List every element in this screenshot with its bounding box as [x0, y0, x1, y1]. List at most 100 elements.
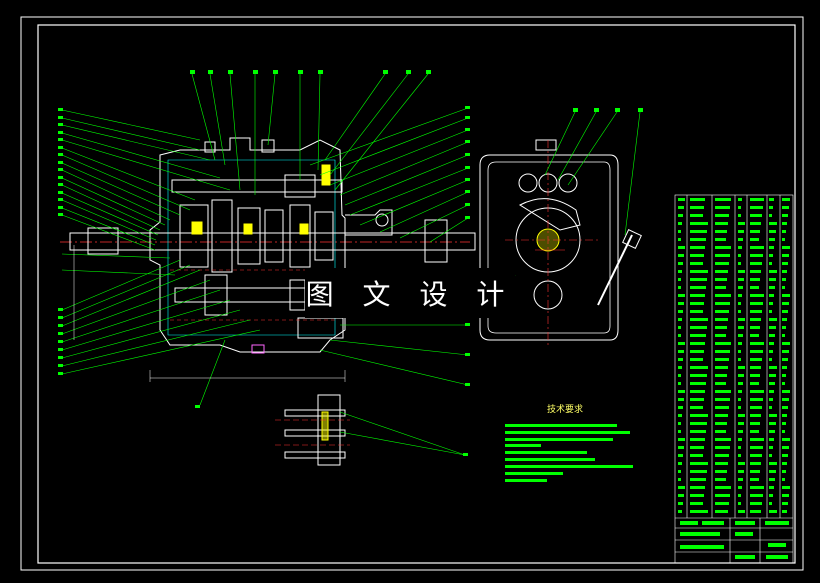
parts-list-cell-mark — [782, 246, 790, 249]
parts-list-cell-mark — [678, 510, 682, 513]
parts-list-cell-mark — [715, 494, 730, 497]
parts-list-cell-mark — [750, 214, 762, 217]
parts-list-cell-mark — [750, 406, 762, 409]
parts-list-cell-mark — [690, 222, 708, 225]
parts-list-cell-mark — [769, 214, 772, 217]
parts-list-cell-mark — [738, 318, 745, 321]
parts-list-cell-mark — [750, 510, 761, 513]
parts-list-cell-mark — [750, 262, 762, 265]
parts-list-cell-mark — [750, 278, 760, 281]
parts-list-cell-mark — [750, 246, 764, 249]
parts-list-cell-mark — [678, 246, 685, 249]
parts-list-cell-mark — [690, 350, 704, 353]
parts-list-cell-mark — [715, 326, 727, 329]
parts-list-cell-mark — [769, 414, 777, 417]
parts-list-cell-mark — [769, 422, 776, 425]
parts-list-cell-mark — [690, 446, 704, 449]
parts-list-cell-mark — [678, 278, 681, 281]
parts-list-cell-mark — [690, 390, 705, 393]
shift-fork-detail-view — [275, 394, 468, 466]
parts-list-cell-mark — [715, 374, 727, 377]
end-view-leader-lines — [499, 111, 641, 311]
parts-list-cell-mark — [782, 310, 788, 313]
parts-list-cell-mark — [715, 334, 726, 337]
parts-list-cell-mark — [782, 494, 789, 497]
parts-list-cell-mark — [782, 206, 789, 209]
parts-list-cell-mark — [750, 374, 760, 377]
parts-list-cell-mark — [715, 262, 729, 265]
parts-list-cell-mark — [738, 494, 741, 497]
parts-list-cell-mark — [769, 510, 777, 513]
top-leader-lines — [191, 73, 429, 195]
parts-list-cell-mark — [690, 230, 707, 233]
parts-list-cell-mark — [678, 230, 681, 233]
parts-list-cell-mark — [782, 374, 786, 377]
parts-list-cell-mark — [690, 462, 708, 465]
parts-list-cell-mark — [715, 302, 730, 305]
parts-list-cell-mark — [750, 494, 763, 497]
parts-list-cell-mark — [750, 206, 763, 209]
parts-list-cell-mark — [678, 398, 684, 401]
parts-list-cell-mark — [782, 430, 785, 433]
parts-list-cell-mark — [690, 486, 705, 489]
gearbox-end-view — [479, 139, 642, 345]
parts-list-cell-mark — [769, 446, 773, 449]
parts-list-cell-mark — [738, 270, 745, 273]
parts-list-cell-mark — [750, 430, 759, 433]
parts-list-cell-mark — [769, 478, 775, 481]
parts-list-cell-mark — [782, 254, 789, 257]
parts-list-cell-mark — [678, 302, 684, 305]
parts-list-cell-mark — [690, 398, 704, 401]
parts-list-cell-mark — [782, 342, 790, 345]
parts-list-cell-mark — [715, 214, 729, 217]
parts-list-cell-mark — [690, 502, 703, 505]
parts-list-cell-mark — [750, 390, 764, 393]
parts-list-cell-mark — [715, 422, 727, 425]
parts-list-cell-mark — [690, 454, 703, 457]
right-balloon-marks — [195, 106, 470, 408]
parts-list-cell-mark — [750, 414, 761, 417]
parts-list-cell-mark — [678, 238, 681, 241]
parts-list-cell-mark — [750, 422, 760, 425]
parts-list-cell-mark — [782, 294, 790, 297]
parts-list-cell-mark — [769, 326, 776, 329]
parts-list-cell-mark — [769, 350, 773, 353]
parts-list-cell-mark — [769, 254, 773, 257]
parts-list-cell-mark — [690, 302, 704, 305]
parts-list-cell-mark — [769, 310, 772, 313]
parts-list-cell-mark — [769, 206, 773, 209]
parts-list-cell-mark — [715, 502, 729, 505]
left-leader-lines — [61, 109, 261, 375]
parts-list-cell-mark — [690, 262, 703, 265]
parts-list-cell-mark — [715, 222, 728, 225]
parts-list-cell-mark — [678, 326, 681, 329]
parts-list-cell-mark — [715, 470, 727, 473]
parts-list-cell-mark — [715, 438, 731, 441]
parts-list-cell-mark — [750, 254, 763, 257]
parts-list-cell-mark — [678, 406, 683, 409]
end-view-balloon-marks — [573, 108, 643, 112]
parts-list-cell-mark — [690, 246, 705, 249]
parts-list-cell-mark — [750, 334, 759, 337]
parts-list-cell-mark — [690, 286, 706, 289]
parts-list-cell-mark — [782, 270, 787, 273]
parts-list-cell-mark — [738, 238, 743, 241]
parts-list-cell-mark — [738, 382, 743, 385]
parts-list-cell-mark — [750, 302, 763, 305]
parts-list-cell-mark — [750, 438, 764, 441]
parts-list-cell-mark — [769, 358, 772, 361]
parts-list-cell-mark — [750, 318, 761, 321]
parts-list-cell-mark — [782, 510, 787, 513]
parts-list-cell-mark — [678, 454, 683, 457]
parts-list-cell-mark — [715, 382, 726, 385]
parts-list-cell-mark — [678, 270, 682, 273]
parts-list-cell-mark — [750, 198, 764, 201]
parts-list-cell-mark — [738, 462, 745, 465]
parts-list-cell-mark — [678, 382, 681, 385]
parts-list-cell-mark — [769, 270, 777, 273]
parts-list-cell-mark — [750, 478, 759, 481]
parts-list-cell-mark — [715, 462, 728, 465]
gearbox-section-view — [69, 137, 476, 354]
parts-list-cell-mark — [678, 198, 685, 201]
parts-list-cell-mark — [738, 454, 741, 457]
